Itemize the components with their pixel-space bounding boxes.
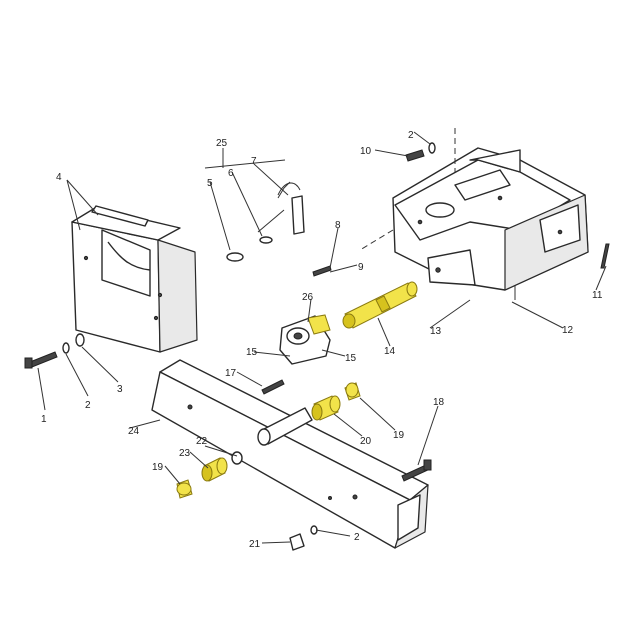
bolt-17 [261, 379, 285, 395]
bushing-19-left [176, 479, 193, 499]
label-20: 20 [360, 436, 372, 447]
front-frame [359, 128, 589, 291]
label-19-left: 19 [152, 462, 164, 473]
label-18: 18 [433, 397, 445, 408]
bushing-19-right [344, 382, 361, 401]
bolt-10 [405, 142, 436, 162]
label-3: 3 [117, 384, 123, 395]
label-8: 8 [335, 220, 341, 231]
label-26: 26 [302, 292, 314, 303]
bracket-26 [279, 314, 331, 365]
shaft [231, 407, 313, 465]
label-5: 5 [207, 178, 213, 189]
bushing-20 [311, 395, 341, 421]
washers [62, 333, 85, 354]
beam [151, 359, 429, 549]
label-24: 24 [128, 426, 140, 437]
label-15-left: 15 [246, 347, 258, 358]
label-14: 14 [384, 346, 396, 357]
label-23: 23 [179, 448, 191, 459]
leader-lines [37, 131, 607, 544]
bolt-18 [401, 459, 432, 482]
label-21: 21 [249, 539, 261, 550]
label-4: 4 [56, 172, 62, 183]
label-12: 12 [562, 325, 574, 336]
label-2-top: 2 [408, 130, 414, 141]
label-9: 9 [358, 262, 364, 273]
label-15-right: 15 [345, 353, 357, 364]
label-11: 11 [592, 290, 603, 301]
label-2-bottom: 2 [354, 532, 360, 543]
nut-21 [289, 525, 318, 551]
label-19-right: 19 [393, 430, 405, 441]
pin-assembly [226, 181, 305, 262]
bushing-23 [201, 457, 228, 482]
bolt-1 [24, 351, 58, 369]
label-22: 22 [196, 436, 208, 447]
counterweight [71, 205, 198, 353]
label-10: 10 [360, 146, 372, 157]
bolt-11 [600, 243, 610, 269]
label-7: 7 [251, 156, 257, 167]
label-13: 13 [430, 326, 442, 337]
label-25: 25 [216, 138, 228, 149]
label-6: 6 [228, 168, 234, 179]
part-labels: 4 1 2 3 24 25 5 6 7 8 9 10 2 11 12 13 14… [41, 130, 603, 550]
label-1: 1 [41, 414, 47, 425]
label-17: 17 [225, 368, 237, 379]
label-2-left: 2 [85, 400, 91, 411]
pin-9 [312, 265, 332, 277]
axle-pin [342, 281, 418, 329]
